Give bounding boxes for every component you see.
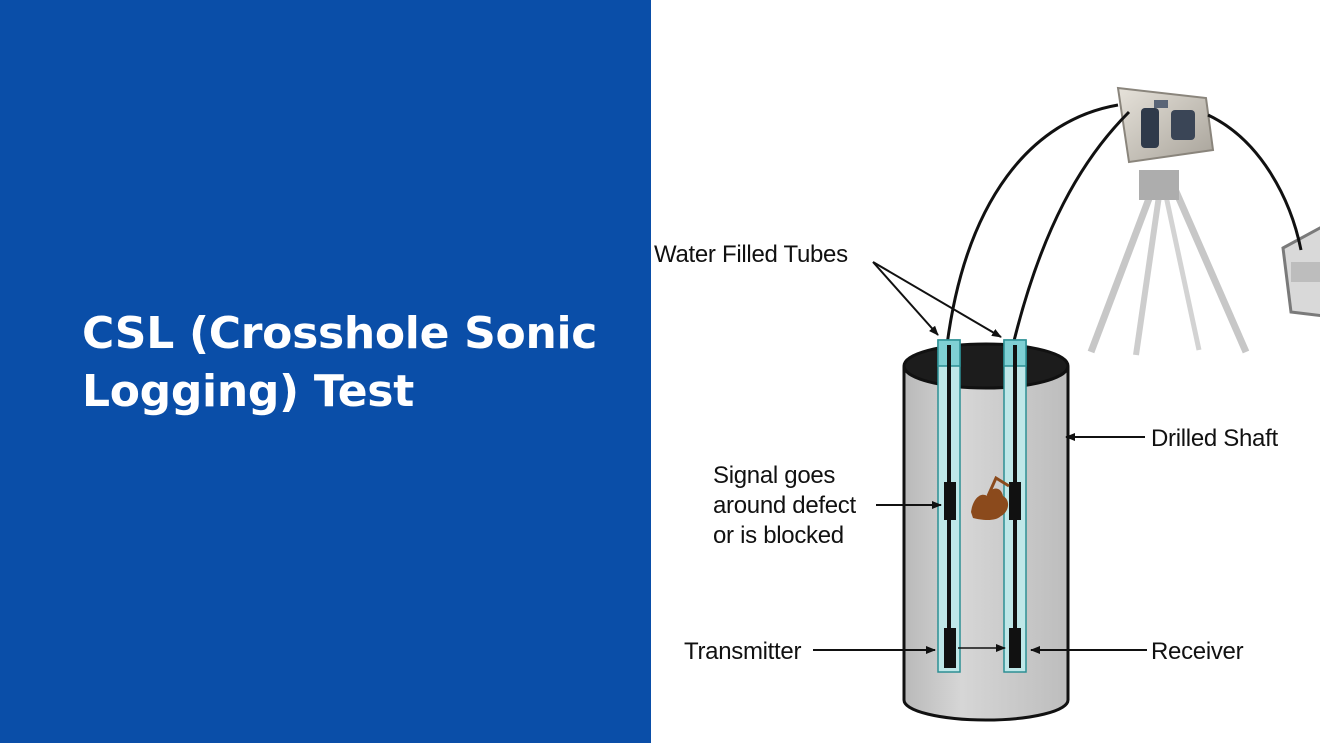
csl-diagram: Water Filled Tubes Drilled Shaft Signal … bbox=[654, 86, 1320, 722]
transmitter-probe bbox=[944, 628, 956, 668]
title-panel: CSL (Crosshole Sonic Logging) Test bbox=[0, 0, 651, 743]
defect-icon bbox=[971, 475, 1010, 520]
receiver-probe bbox=[1009, 628, 1021, 668]
slide-title: CSL (Crosshole Sonic Logging) Test bbox=[82, 308, 598, 417]
label-water-filled-tubes: Water Filled Tubes bbox=[654, 241, 848, 268]
label-transmitter: Transmitter bbox=[684, 638, 801, 665]
probe-upper-left bbox=[944, 482, 956, 520]
data-acquisition-box-icon bbox=[1281, 226, 1320, 317]
label-signal-line-3: or is blocked bbox=[713, 522, 844, 549]
label-drilled-shaft: Drilled Shaft bbox=[1151, 425, 1278, 452]
tripod-icon bbox=[1087, 170, 1250, 356]
cable-right bbox=[1011, 110, 1131, 346]
diagram-panel: Water Filled Tubes Drilled Shaft Signal … bbox=[651, 0, 1320, 743]
label-receiver: Receiver bbox=[1151, 638, 1244, 665]
label-signal-line-1: Signal goes bbox=[713, 462, 835, 489]
drilled-shaft bbox=[902, 342, 1070, 722]
label-signal-line-2: around defect bbox=[713, 492, 857, 519]
cable-left bbox=[945, 103, 1119, 346]
probe-upper-right bbox=[1009, 482, 1021, 520]
logging-unit-icon bbox=[1116, 86, 1215, 164]
cable-to-box bbox=[1207, 113, 1303, 251]
